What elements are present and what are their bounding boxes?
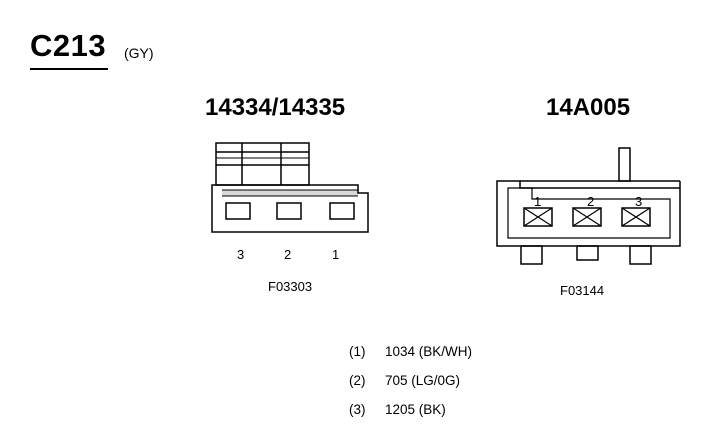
right-connector-peg bbox=[618, 147, 631, 182]
left-pin-label-1: 1 bbox=[332, 247, 339, 262]
right-terminal-2 bbox=[572, 207, 602, 227]
left-connector-part-number: 14334/14335 bbox=[205, 94, 346, 121]
right-connector-drawing bbox=[496, 147, 681, 265]
left-terminal-1 bbox=[329, 202, 355, 220]
left-figure-code: F03303 bbox=[268, 279, 313, 294]
connector-id: C213 bbox=[30, 28, 107, 63]
circuit-row: (1) 1034 (BK/WH) bbox=[349, 344, 472, 373]
circuit-pin: (3) bbox=[349, 402, 366, 417]
left-pin-label-2: 2 bbox=[284, 247, 291, 262]
right-bottom-pin-2 bbox=[576, 245, 599, 261]
circuit-pin: (2) bbox=[349, 373, 366, 388]
right-figure-code: F03144 bbox=[560, 283, 605, 298]
circuit-value: 705 (LG/0G) bbox=[385, 373, 461, 388]
circuit-value: 1205 (BK) bbox=[385, 402, 446, 417]
left-terminal-2 bbox=[276, 202, 302, 220]
circuit-pin: (1) bbox=[349, 344, 366, 359]
right-pin-label-3: 3 bbox=[635, 194, 642, 209]
right-pin-label-1: 1 bbox=[534, 194, 541, 209]
right-connector-part-number: 14A005 bbox=[546, 94, 631, 121]
right-terminal-1 bbox=[523, 207, 553, 227]
left-connector-drawing bbox=[211, 142, 369, 233]
connector-id-underline bbox=[30, 68, 108, 70]
circuit-value: 1034 (BK/WH) bbox=[385, 344, 473, 359]
connector-color: (GY) bbox=[124, 45, 154, 61]
right-bottom-pin-3 bbox=[629, 245, 652, 265]
left-connector-body bbox=[211, 184, 369, 233]
circuit-list: (1) 1034 (BK/WH) (2) 705 (LG/0G) (3) 120… bbox=[349, 344, 472, 431]
left-terminal-3 bbox=[225, 202, 251, 220]
left-pin-label-3: 3 bbox=[237, 247, 244, 262]
right-terminal-3 bbox=[621, 207, 651, 227]
left-connector-latch bbox=[215, 142, 310, 186]
right-pin-label-2: 2 bbox=[587, 194, 594, 209]
circuit-row: (2) 705 (LG/0G) bbox=[349, 373, 472, 402]
circuit-row: (3) 1205 (BK) bbox=[349, 402, 472, 431]
right-bottom-pin-1 bbox=[520, 245, 543, 265]
